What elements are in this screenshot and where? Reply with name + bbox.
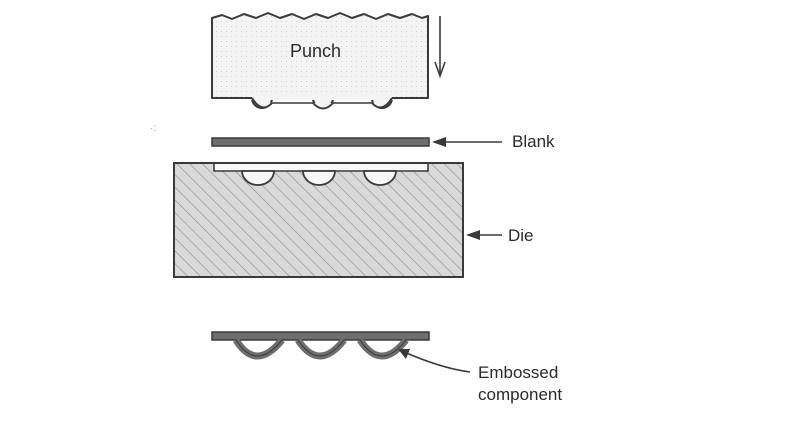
- blank-sheet: [211, 137, 430, 147]
- embossed-component: [211, 331, 430, 360]
- punch-label: Punch: [290, 41, 342, 61]
- punch: [211, 12, 429, 110]
- svg-text:·:: ·:: [150, 123, 156, 134]
- die-cavity-1: [241, 170, 275, 186]
- die-label: Die: [508, 226, 534, 245]
- embossed-label-line2: component: [478, 385, 563, 404]
- blank-arrow: [432, 137, 502, 147]
- blank-label: Blank: [512, 132, 555, 151]
- embossed-component-label: Embossed component: [478, 362, 562, 406]
- down-arrow-icon: [434, 16, 446, 79]
- die-cavity-3: [363, 170, 397, 186]
- die-arrow: [466, 230, 502, 240]
- embossed-arrow: [398, 349, 471, 373]
- embossed-label-line1: Embossed: [478, 363, 559, 382]
- die-cavity-2: [302, 170, 336, 186]
- die: [173, 162, 464, 278]
